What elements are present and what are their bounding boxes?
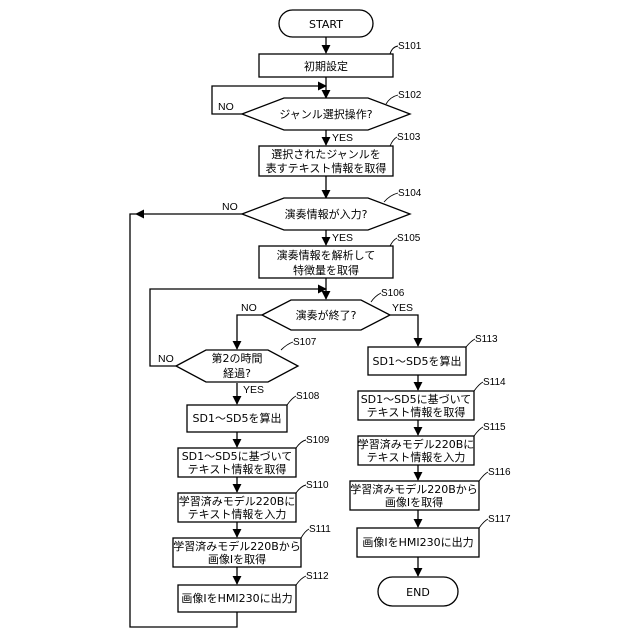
svg-text:特徴量を取得: 特徴量を取得 xyxy=(293,263,359,277)
svg-text:SD1～SD5を算出: SD1～SD5を算出 xyxy=(373,354,462,368)
svg-text:END: END xyxy=(406,586,430,599)
step-s116-get-image-from-model: 学習済みモデル220Bから 画像Iを取得 S116 xyxy=(350,467,511,510)
svg-text:テキスト情報を入力: テキスト情報を入力 xyxy=(367,451,466,464)
svg-text:選択されたジャンルを: 選択されたジャンルを xyxy=(271,147,380,161)
step-s114-get-text-from-sd: SD1～SD5に基づいて テキスト情報を取得 S114 xyxy=(358,377,506,420)
step-s101-initial-setting: 初期設定 S101 xyxy=(259,41,422,77)
svg-text:学習済みモデル220Bに: 学習済みモデル220Bに xyxy=(358,437,475,451)
svg-text:表すテキスト情報を取得: 表すテキスト情報を取得 xyxy=(266,161,387,175)
svg-text:テキスト情報を入力: テキスト情報を入力 xyxy=(188,508,287,521)
svg-text:S107: S107 xyxy=(293,337,317,348)
step-s110-input-text-to-model: 学習済みモデル220Bに テキスト情報を入力 S110 xyxy=(178,480,329,522)
svg-text:S109: S109 xyxy=(306,435,330,446)
svg-text:経過?: 経過? xyxy=(223,367,251,380)
svg-text:画像IをHMI230に出力: 画像IをHMI230に出力 xyxy=(362,535,473,549)
svg-text:初期設定: 初期設定 xyxy=(304,59,348,73)
svg-text:S113: S113 xyxy=(475,334,498,345)
svg-text:テキスト情報を取得: テキスト情報を取得 xyxy=(188,463,287,476)
svg-text:テキスト情報を取得: テキスト情報を取得 xyxy=(367,406,466,419)
svg-text:SD1～SD5に基づいて: SD1～SD5に基づいて xyxy=(182,450,293,463)
svg-text:S111: S111 xyxy=(309,524,331,535)
s106-yes-label: YES xyxy=(392,302,413,314)
svg-text:S117: S117 xyxy=(488,514,511,525)
s104-no-label: NO xyxy=(222,201,238,213)
svg-text:学習済みモデル220Bから: 学習済みモデル220Bから xyxy=(350,482,478,496)
decision-s104-performance-input: 演奏情報が入力? S104 NO YES xyxy=(222,188,422,244)
s107-yes-label: YES xyxy=(243,384,264,396)
svg-text:S115: S115 xyxy=(483,422,506,433)
svg-text:ジャンル選択操作?: ジャンル選択操作? xyxy=(279,107,372,121)
svg-text:画像Iを取得: 画像Iを取得 xyxy=(385,496,443,509)
svg-text:S110: S110 xyxy=(306,480,329,491)
svg-text:SD1～SD5を算出: SD1～SD5を算出 xyxy=(193,411,282,425)
step-s113-calc-sd: SD1～SD5を算出 S113 xyxy=(368,334,498,375)
step-s109-get-text-from-sd: SD1～SD5に基づいて テキスト情報を取得 S109 xyxy=(178,435,330,477)
svg-text:S114: S114 xyxy=(483,377,506,388)
step-s111-get-image-from-model: 学習済みモデル220Bから 画像Iを取得 S111 xyxy=(173,524,331,567)
s107-no-label: NO xyxy=(158,353,174,365)
svg-text:学習済みモデル220Bから: 学習済みモデル220Bから xyxy=(173,539,301,553)
svg-text:第2の時間: 第2の時間 xyxy=(212,351,263,365)
svg-text:S108: S108 xyxy=(296,391,320,402)
s102-yes-label: YES xyxy=(332,132,353,144)
svg-text:S103: S103 xyxy=(397,132,421,143)
svg-text:S106: S106 xyxy=(381,288,405,299)
svg-text:S116: S116 xyxy=(488,467,511,478)
svg-text:学習済みモデル220Bに: 学習済みモデル220Bに xyxy=(179,494,296,508)
svg-text:演奏情報を解析して: 演奏情報を解析して xyxy=(277,248,376,262)
start-terminal: START xyxy=(279,10,373,37)
step-s115-input-text-to-model: 学習済みモデル220Bに テキスト情報を入力 S115 xyxy=(358,422,506,465)
svg-text:START: START xyxy=(309,18,343,31)
svg-text:演奏情報が入力?: 演奏情報が入力? xyxy=(285,207,368,221)
svg-text:S105: S105 xyxy=(397,233,421,244)
svg-text:S104: S104 xyxy=(398,188,422,199)
svg-text:SD1～SD5に基づいて: SD1～SD5に基づいて xyxy=(361,393,472,406)
decision-s106-performance-ended: 演奏が終了? S106 NO YES xyxy=(241,288,413,330)
step-s117-output-image: 画像IをHMI230に出力 S117 xyxy=(357,514,511,557)
s104-yes-label: YES xyxy=(332,232,353,244)
svg-text:演奏が終了?: 演奏が終了? xyxy=(296,308,357,322)
end-terminal: END xyxy=(378,577,458,606)
s102-no-label: NO xyxy=(218,101,234,113)
step-s108-calc-sd: SD1～SD5を算出 S108 xyxy=(187,391,320,432)
svg-text:画像IをHMI230に出力: 画像IをHMI230に出力 xyxy=(181,591,292,605)
step-s112-output-image: 画像IをHMI230に出力 S112 xyxy=(178,571,329,612)
svg-text:S102: S102 xyxy=(398,90,422,101)
svg-text:S101: S101 xyxy=(398,41,422,52)
s106-no-label: NO xyxy=(241,302,257,314)
svg-text:S112: S112 xyxy=(306,571,329,582)
svg-text:画像Iを取得: 画像Iを取得 xyxy=(208,553,266,566)
